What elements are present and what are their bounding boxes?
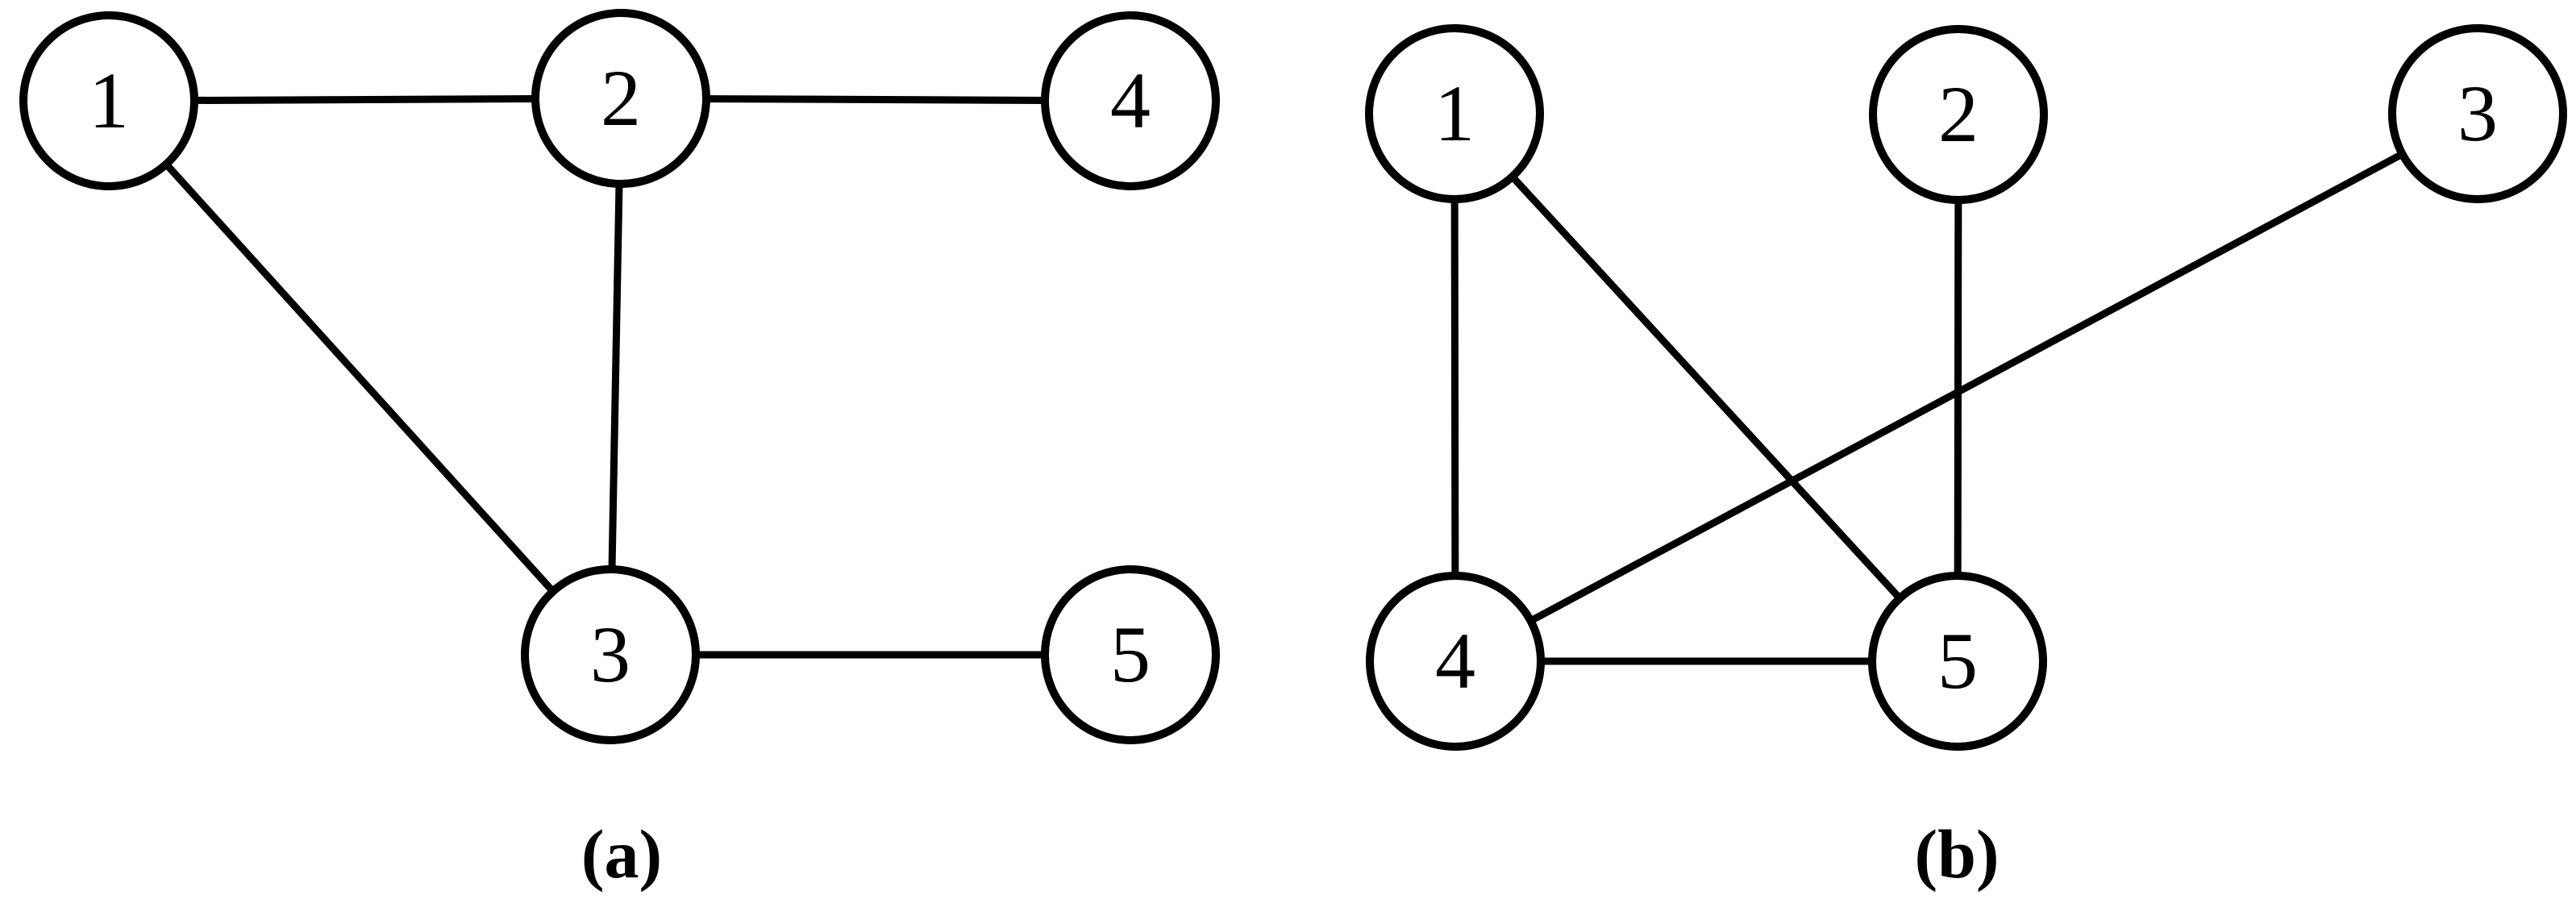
edge-b-1-4: [1450, 113, 1459, 662]
caption-letter: a: [605, 815, 639, 893]
node-circle: [531, 9, 710, 188]
node-a-1: 1: [19, 11, 198, 190]
node-circle: [521, 565, 700, 744]
edge-a-1-3: [106, 98, 614, 658]
node-label: 1: [1434, 69, 1475, 158]
node-b-5: 5: [1868, 572, 2047, 751]
node-b-4: 4: [1366, 572, 1545, 751]
node-label: 4: [1110, 56, 1151, 145]
node-label: 2: [1938, 69, 1979, 159]
node-circle: [1365, 24, 1544, 203]
caption-open-paren: (: [581, 815, 605, 893]
graph-a: 1 2 3 4 5 (a): [19, 9, 1220, 893]
node-label: 2: [601, 53, 641, 143]
node-a-4: 4: [1041, 11, 1220, 190]
node-b-1: 1: [1365, 24, 1544, 203]
node-circle: [2388, 24, 2567, 203]
edge-a-2-3: [606, 98, 625, 656]
node-label: 4: [1435, 616, 1475, 706]
node-circle: [1041, 11, 1220, 190]
node-label: 3: [590, 610, 630, 699]
node-label: 1: [89, 56, 129, 145]
graph-caption-b: (b): [1914, 815, 1999, 893]
node-b-2: 2: [1869, 25, 2048, 204]
edge-b-1-5: [1451, 110, 1961, 664]
node-circle: [1366, 572, 1545, 751]
caption-letter: b: [1937, 815, 1976, 893]
node-label: 5: [1937, 616, 1978, 706]
caption-close-paren: ): [1976, 815, 2000, 893]
node-a-3: 3: [521, 565, 700, 744]
graph-caption-a: (a): [581, 815, 662, 893]
node-circle: [1869, 25, 2048, 204]
caption-close-paren: ): [639, 815, 663, 893]
node-label: 3: [2457, 69, 2498, 158]
node-b-3: 3: [2388, 24, 2567, 203]
node-circle: [19, 11, 198, 190]
graph-b: 1 2 3 4 5 (b): [1365, 24, 2567, 893]
node-a-2: 2: [531, 9, 710, 188]
node-label: 5: [1110, 610, 1151, 699]
node-circle: [1041, 565, 1220, 744]
node-a-5: 5: [1041, 565, 1220, 744]
node-circle: [1868, 572, 2047, 751]
edge-b-3-4: [1453, 110, 2480, 664]
caption-open-paren: (: [1914, 815, 1937, 893]
